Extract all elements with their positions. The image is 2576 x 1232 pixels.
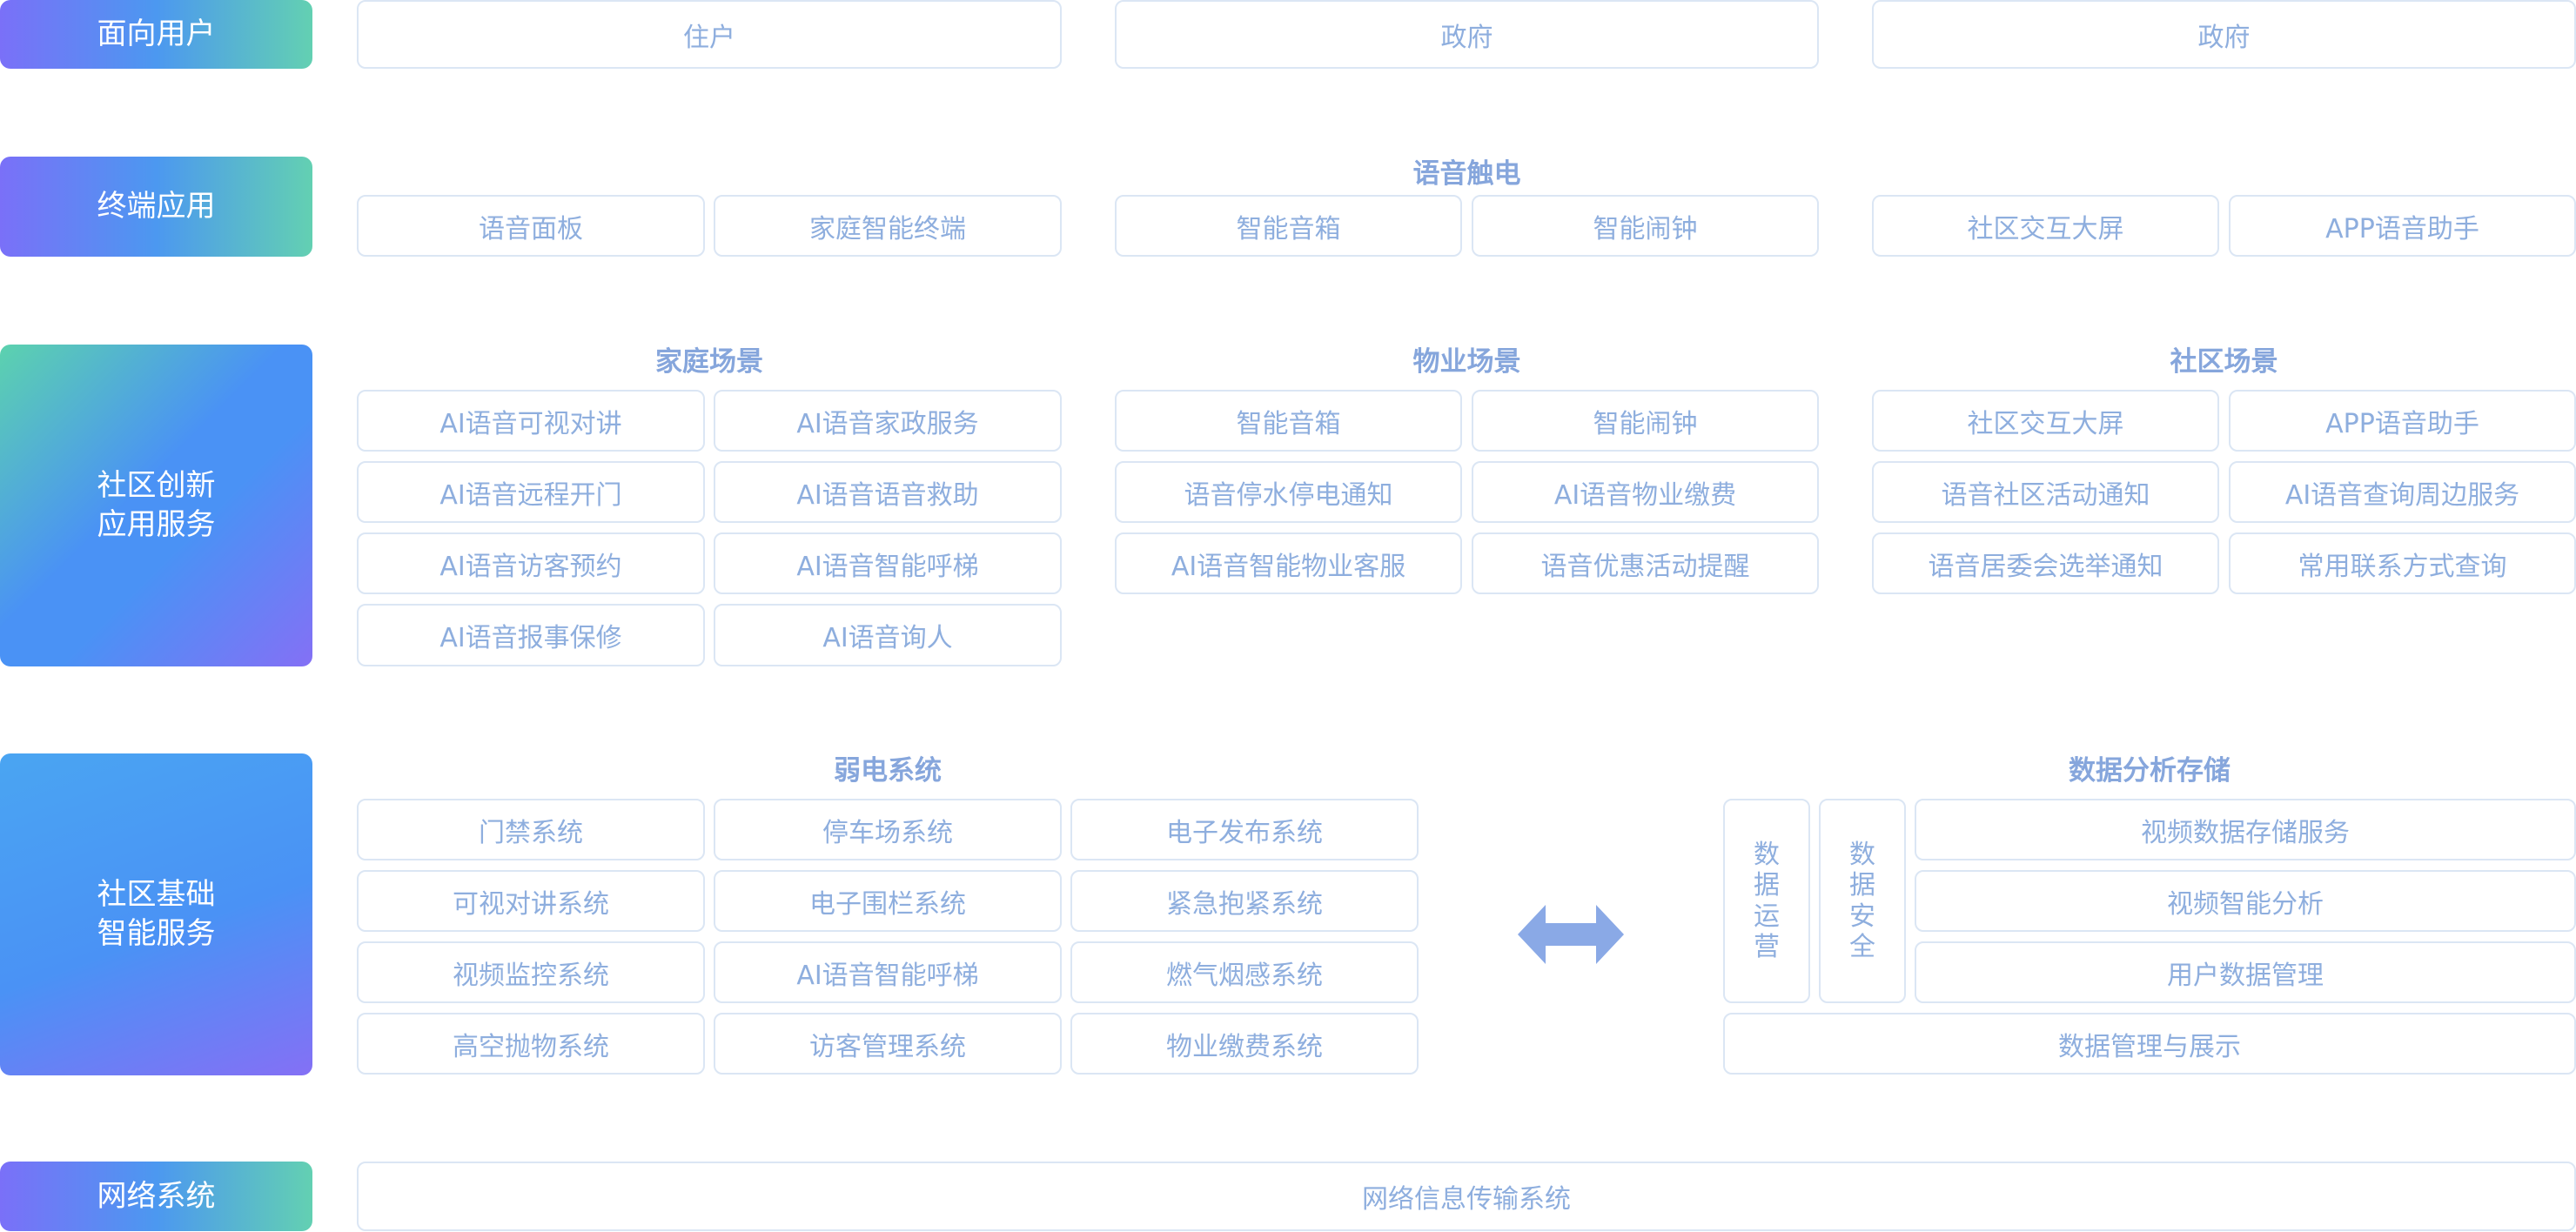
network-transmission-box: 网络信息传输系统 — [357, 1162, 2576, 1231]
user-box-government: 政府 — [1115, 0, 1819, 69]
weak-system-item: 电子发布系统 — [1070, 799, 1419, 860]
user-box-resident: 住户 — [357, 0, 1062, 69]
data-security-box: 数 据 安 全 — [1819, 799, 1906, 1003]
label-basic: 社区基础 智能服务 — [0, 753, 312, 1075]
property-scene-item: 智能闹钟 — [1472, 390, 1819, 452]
weak-system-item: 紧急抱紧系统 — [1070, 870, 1419, 932]
weak-system-item: AI语音智能呼梯 — [714, 941, 1062, 1003]
data-analysis-item: 视频数据存储服务 — [1915, 799, 2576, 860]
vertical-char: 据 — [1754, 870, 1780, 901]
community-scene-item: AI语音查询周边服务 — [2229, 461, 2576, 523]
terminal-item: APP语音助手 — [2229, 195, 2576, 257]
home-scene-item: AI语音远程开门 — [357, 461, 705, 523]
community-scene-item: APP语音助手 — [2229, 390, 2576, 452]
vertical-char: 数 — [1849, 839, 1875, 870]
terminal-heading: 语音触电 — [1412, 158, 1521, 190]
data-analysis-item: 视频智能分析 — [1915, 870, 2576, 932]
double-arrow-shape — [1518, 905, 1624, 964]
property-scene-item: 智能音箱 — [1115, 390, 1462, 452]
property-scene-item: AI语音智能物业客服 — [1115, 532, 1462, 594]
property-scene-item: AI语音物业缴费 — [1472, 461, 1819, 523]
label-innovation: 社区创新 应用服务 — [0, 345, 312, 666]
terminal-item: 智能音箱 — [1115, 195, 1462, 257]
weak-system-heading: 弱电系统 — [834, 755, 942, 787]
vertical-char: 运 — [1754, 901, 1780, 932]
weak-system-item: 电子围栏系统 — [714, 870, 1062, 932]
double-arrow-icon — [1518, 905, 1624, 964]
weak-system-item: 访客管理系统 — [714, 1013, 1062, 1075]
data-analysis-heading: 数据分析存储 — [2069, 755, 2231, 787]
community-scene-item: 常用联系方式查询 — [2229, 532, 2576, 594]
terminal-item: 智能闹钟 — [1472, 195, 1819, 257]
weak-system-item: 高空抛物系统 — [357, 1013, 705, 1075]
label-network: 网络系统 — [0, 1162, 312, 1231]
home-scene-item: AI语音访客预约 — [357, 532, 705, 594]
terminal-item: 家庭智能终端 — [714, 195, 1062, 257]
weak-system-item: 视频监控系统 — [357, 941, 705, 1003]
terminal-item: 语音面板 — [357, 195, 705, 257]
label-users: 面向用户 — [0, 0, 312, 69]
user-box-government-2: 政府 — [1872, 0, 2576, 69]
weak-system-item: 燃气烟感系统 — [1070, 941, 1419, 1003]
data-operation-box: 数 据 运 营 — [1723, 799, 1810, 1003]
community-scene-heading: 社区场景 — [2170, 346, 2278, 378]
property-scene-item: 语音优惠活动提醒 — [1472, 532, 1819, 594]
community-scene-item: 语音居委会选举通知 — [1872, 532, 2219, 594]
weak-system-item: 可视对讲系统 — [357, 870, 705, 932]
home-scene-heading: 家庭场景 — [655, 346, 763, 378]
community-scene-item: 语音社区活动通知 — [1872, 461, 2219, 523]
weak-system-item: 物业缴费系统 — [1070, 1013, 1419, 1075]
home-scene-item: AI语音语音救助 — [714, 461, 1062, 523]
weak-system-item: 停车场系统 — [714, 799, 1062, 860]
community-scene-item: 社区交互大屏 — [1872, 390, 2219, 452]
home-scene-item: AI语音询人 — [714, 604, 1062, 666]
property-scene-heading: 物业场景 — [1412, 346, 1521, 378]
terminal-item: 社区交互大屏 — [1872, 195, 2219, 257]
vertical-char: 营 — [1754, 931, 1780, 962]
property-scene-item: 语音停水停电通知 — [1115, 461, 1462, 523]
vertical-char: 数 — [1754, 839, 1780, 870]
vertical-char: 安 — [1849, 901, 1875, 932]
vertical-char: 全 — [1849, 931, 1875, 962]
home-scene-item: AI语音家政服务 — [714, 390, 1062, 452]
home-scene-item: AI语音报事保修 — [357, 604, 705, 666]
vertical-char: 据 — [1849, 870, 1875, 901]
data-management-box: 数据管理与展示 — [1723, 1013, 2576, 1075]
home-scene-item: AI语音智能呼梯 — [714, 532, 1062, 594]
label-terminal: 终端应用 — [0, 157, 312, 257]
data-analysis-item: 用户数据管理 — [1915, 941, 2576, 1003]
weak-system-item: 门禁系统 — [357, 799, 705, 860]
home-scene-item: AI语音可视对讲 — [357, 390, 705, 452]
